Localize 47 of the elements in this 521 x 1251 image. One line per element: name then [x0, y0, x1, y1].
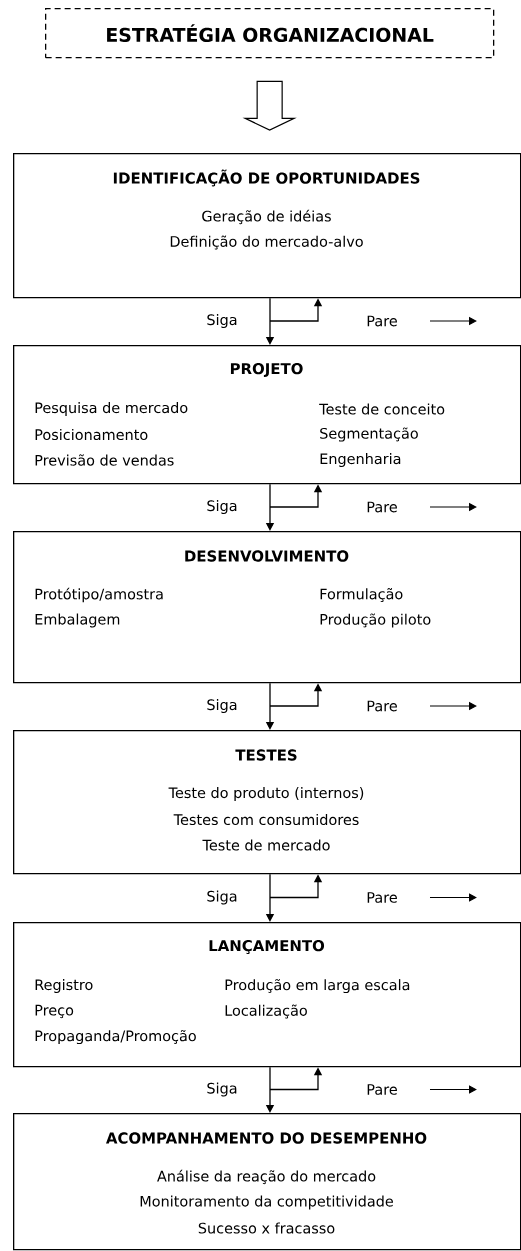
- stage-box: [13, 1113, 521, 1251]
- list-item: Protótipo/amostra: [35, 587, 163, 603]
- list-item: Teste de mercado: [202, 839, 330, 851]
- box-title: PROJETO: [230, 362, 303, 378]
- box-title: IDENTIFICAÇÃO DE OPORTUNIDADES: [113, 169, 420, 187]
- stage-box: [13, 922, 521, 1068]
- list-item: Teste do produto (internos): [168, 787, 364, 801]
- edge-label: Siga: [207, 500, 237, 514]
- list-item: Localização: [225, 1004, 307, 1019]
- list-item: Pesquisa de mercado: [35, 402, 188, 416]
- edge-label: Siga: [207, 699, 237, 713]
- text-label: Pare: [367, 315, 397, 327]
- text-label: Pare: [367, 700, 397, 712]
- edge-label: Siga: [207, 1082, 237, 1097]
- text-label: Pare: [367, 892, 397, 903]
- box-title: ACOMPANHAMENTO DO DESEMPENHO: [106, 1132, 427, 1144]
- list-item: Previsão de vendas: [35, 454, 174, 466]
- list-item: Segmentação: [320, 427, 418, 442]
- stage-box: [13, 730, 521, 875]
- list-item: Testes com consumidores: [173, 813, 359, 826]
- list-item: Preço: [35, 1004, 74, 1019]
- list-item: Engenharia: [320, 453, 401, 467]
- list-item: Sucesso x fracasso: [198, 1222, 335, 1234]
- box-title: LANÇAMENTO: [209, 940, 325, 954]
- list-item: Teste de conceito: [319, 403, 445, 415]
- list-item: Propaganda/Promoção: [35, 1029, 196, 1045]
- list-item: Monitoramento da competitividade: [140, 1195, 393, 1210]
- stage-box: [13, 531, 521, 684]
- list-item: Geração de idéias: [202, 209, 331, 225]
- hollow-arrow: [242, 80, 297, 131]
- list-item: Produção em larga escala: [225, 978, 410, 994]
- list-item: Formulação: [320, 588, 403, 602]
- list-item: Embalagem: [35, 613, 120, 628]
- list-item: Produção piloto: [320, 613, 431, 628]
- box-title: DESENVOLVIMENTO: [185, 550, 349, 562]
- edge-label: Siga: [207, 314, 237, 328]
- box-title: TESTES: [235, 749, 297, 761]
- list-item: Análise da reação do mercado: [157, 1169, 376, 1185]
- edge-label: Siga: [207, 890, 237, 905]
- list-item: Posicionamento: [35, 428, 148, 441]
- stage-box: [13, 345, 521, 485]
- list-item: Definição do mercado-alvo: [170, 235, 363, 250]
- stage-box: [13, 153, 521, 299]
- text-label: Pare: [367, 1084, 397, 1095]
- heading-box: ESTRATÉGIA ORGANIZACIONAL: [45, 8, 495, 59]
- text-label: Pare: [367, 501, 397, 513]
- list-item: Registro: [35, 979, 93, 993]
